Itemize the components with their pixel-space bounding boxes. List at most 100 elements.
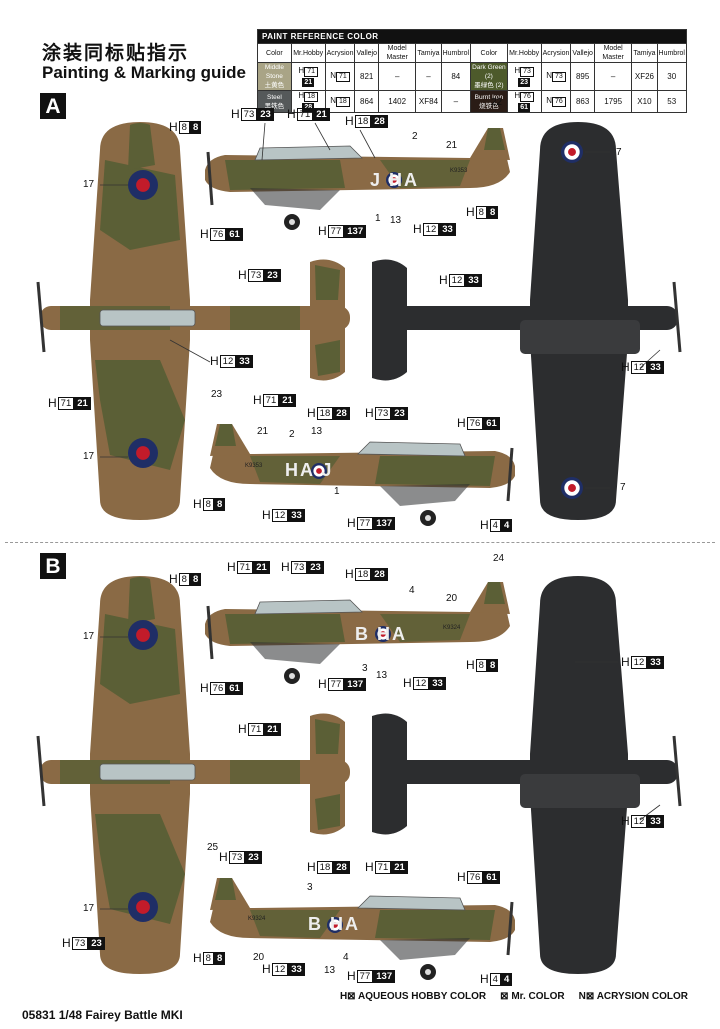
decal-number: 21 — [257, 426, 269, 437]
decal-number: 4 — [343, 952, 349, 963]
decal-number: 2 — [412, 131, 418, 142]
a-side-code-2: HA J — [285, 460, 334, 480]
decal-number: 1 — [334, 486, 340, 497]
decal-number: 13 — [390, 215, 402, 226]
a-side-serial-2: K9353 — [245, 463, 263, 469]
a-side-view-plane-2 — [208, 422, 517, 528]
b-side-code-2: B HA — [308, 914, 360, 934]
b-side-serial: K9324 — [443, 625, 461, 631]
col-model-master-2: Model Master — [593, 43, 633, 63]
b-side-code: B HA — [355, 624, 407, 644]
b-top-roundel-2 — [128, 892, 158, 922]
leader-lines — [100, 122, 661, 910]
legend-acrysion: N⊠ ACRYSION COLOR — [578, 991, 688, 1002]
legend-mr: ⊠ Mr. COLOR — [500, 991, 565, 1002]
decal-number: 3 — [307, 882, 313, 893]
section-divider — [5, 542, 715, 543]
section-b-badge: B — [40, 553, 66, 579]
decal-number: 17 — [83, 451, 95, 462]
decal-number: 25 — [207, 842, 219, 853]
a-side-view-plane — [203, 126, 512, 232]
a-bottom-roundel-2 — [561, 477, 583, 499]
decal-number: 21 — [446, 140, 458, 151]
decal-number: 24 — [493, 553, 505, 564]
b-side-serial-2: K9324 — [248, 916, 266, 922]
decal-number: 13 — [311, 426, 323, 437]
decal-number: 17 — [83, 903, 95, 914]
decal-number: 22 — [491, 97, 503, 108]
decal-number: 13 — [324, 965, 336, 976]
decal-number: 17 — [83, 631, 95, 642]
decal-number: 2 — [289, 429, 295, 440]
legend-hobby: H⊠ AQUEOUS HOBBY COLOR — [339, 991, 487, 1002]
color-legend: H⊠ AQUEOUS HOBBY COLOR ⊠ Mr. COLOR N⊠ AC… — [340, 991, 688, 1002]
footer-title: 05831 1/48 Fairey Battle MKI — [22, 1008, 183, 1022]
paint-reference-table: PAINT REFERENCE COLOR Color Mr.Hobby Acr… — [257, 29, 688, 113]
decal-number: 17 — [83, 179, 95, 190]
a-bottom-roundel-1 — [561, 141, 583, 163]
decal-number: 23 — [211, 389, 223, 400]
a-top-roundel-1 — [128, 170, 158, 200]
decal-number: 1 — [375, 213, 381, 224]
col-model-master: Model Master — [377, 43, 417, 63]
section-a-badge: A — [40, 93, 66, 119]
decal-number: 20 — [253, 952, 265, 963]
swatch-dark-green: Dark Green (2)墨绿色 (2) — [470, 62, 508, 91]
decal-number: 3 — [362, 663, 368, 674]
page-title-cn: 涂装同标贴指示 — [42, 43, 190, 64]
decal-number: 4 — [409, 585, 415, 596]
decal-number: 20 — [446, 593, 458, 604]
paint-table-heading: PAINT REFERENCE COLOR — [257, 29, 687, 44]
a-side-code: J HA — [370, 170, 420, 190]
b-top-roundel-1 — [128, 620, 158, 650]
decal-number: 7 — [620, 482, 626, 493]
a-side-serial: K9353 — [450, 168, 468, 174]
b-side-view-plane-2 — [208, 876, 517, 982]
